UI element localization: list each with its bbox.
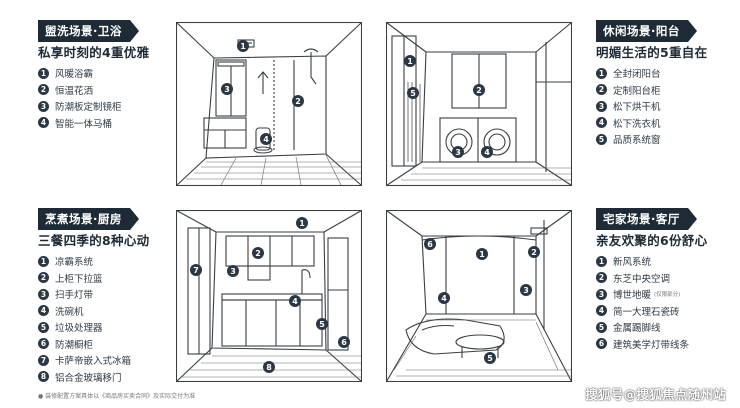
number-badge: 7 — [38, 354, 49, 366]
svg-text:2: 2 — [255, 249, 261, 258]
balcony-markers: 1 2 3 4 5 — [404, 55, 493, 158]
svg-text:5: 5 — [319, 320, 325, 329]
number-badge: 5 — [38, 321, 49, 333]
number-badge: 5 — [596, 133, 607, 145]
living-subtitle: 亲友欢聚的6份舒心 — [596, 233, 708, 248]
number-badge: 6 — [38, 338, 49, 350]
number-badge: 8 — [38, 371, 49, 383]
number-badge: 3 — [38, 288, 49, 300]
svg-text:3: 3 — [224, 85, 230, 94]
svg-text:5: 5 — [410, 89, 416, 98]
number-badge: 1 — [596, 67, 607, 79]
kitchen-subtitle: 三餐四季的8种心动 — [38, 233, 150, 248]
number-badge: 2 — [38, 84, 49, 96]
source-watermark: 搜狐号@搜狐焦点随州站 — [585, 387, 726, 402]
bath-markers: 1 2 3 4 — [221, 40, 304, 145]
svg-text:5: 5 — [487, 354, 493, 363]
balcony-illustration: 1 2 3 4 5 — [386, 22, 572, 186]
number-badge: 6 — [596, 338, 607, 350]
number-badge: 3 — [596, 288, 607, 300]
svg-text:6: 6 — [341, 338, 347, 347]
number-badge: 5 — [596, 321, 607, 333]
svg-text:2: 2 — [476, 86, 482, 95]
svg-text:8: 8 — [266, 363, 272, 372]
number-badge: 3 — [596, 100, 607, 112]
number-badge: 2 — [596, 272, 607, 284]
number-badge: 2 — [38, 272, 49, 284]
balcony-tag: 休闲场景·阳台 — [596, 20, 697, 42]
number-badge: 1 — [38, 67, 49, 79]
svg-text:3: 3 — [523, 286, 529, 295]
disclaimer-footnote: ● 装修配置方案具体以《商品房买卖合同》及实际交付为准 — [38, 393, 196, 400]
svg-text:4: 4 — [441, 294, 447, 303]
svg-text:4: 4 — [484, 148, 490, 157]
balcony-subtitle: 明媚生活的5重自在 — [596, 45, 708, 60]
svg-text:3: 3 — [455, 148, 461, 157]
subtitle-highlight: 8种心动 — [102, 233, 150, 248]
bath-tag: 盥洗场景·卫浴 — [38, 20, 139, 42]
svg-text:4: 4 — [263, 135, 269, 144]
number-badge: 1 — [596, 255, 607, 267]
kitchen-illustration: 1 2 3 4 5 6 7 8 — [176, 210, 362, 382]
svg-text:3: 3 — [230, 267, 236, 276]
number-badge: 4 — [38, 305, 49, 317]
number-badge: 4 — [596, 305, 607, 317]
number-badge: 2 — [596, 84, 607, 96]
number-badge: 4 — [38, 117, 49, 129]
number-badge: 3 — [38, 100, 49, 112]
living-markers: 1 2 3 4 5 6 — [424, 238, 540, 364]
living-tag: 宅家场景·客厅 — [596, 208, 697, 230]
svg-text:1: 1 — [240, 42, 246, 51]
bath-illustration: 1 2 3 4 — [176, 22, 362, 186]
number-badge: 4 — [596, 117, 607, 129]
svg-text:7: 7 — [193, 266, 199, 275]
svg-text:1: 1 — [479, 250, 485, 259]
svg-text:6: 6 — [427, 240, 433, 249]
kitchen-tag: 烹煮场景·厨房 — [38, 208, 139, 230]
svg-text:2: 2 — [531, 248, 537, 257]
kitchen-markers: 1 2 3 4 5 6 7 8 — [190, 217, 350, 373]
svg-text:1: 1 — [299, 219, 305, 228]
bath-subtitle: 私享时刻的4重优雅 — [38, 45, 150, 60]
svg-text:4: 4 — [292, 297, 298, 306]
living-illustration: 1 2 3 4 5 6 — [386, 210, 572, 382]
svg-text:2: 2 — [295, 97, 301, 106]
item-note: (仅限部分) — [654, 292, 681, 299]
svg-text:1: 1 — [407, 57, 413, 66]
number-badge: 1 — [38, 255, 49, 267]
